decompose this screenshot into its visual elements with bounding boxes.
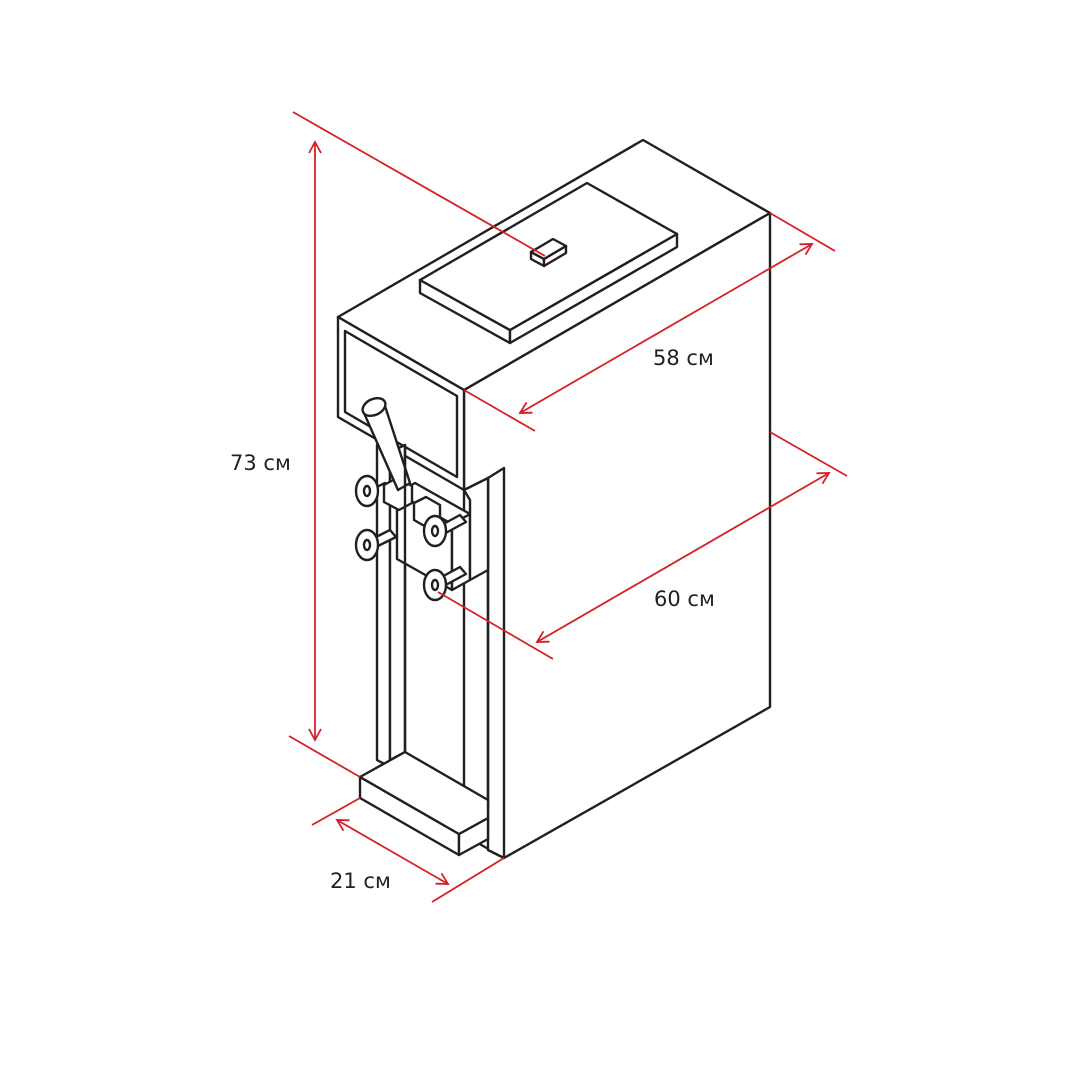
extension-line-top-back: [292, 111, 546, 257]
depth-label: 60 см: [654, 587, 715, 611]
extension-line-top-right: [769, 212, 836, 252]
dispense-lever: [361, 396, 412, 492]
knob-right-upper: [422, 513, 468, 548]
knob-left-lower: [354, 528, 398, 562]
extension-line-width-left: [311, 797, 361, 826]
extension-line-side-right: [769, 431, 848, 477]
machine-body: [336, 138, 772, 860]
depth-arrow: [535, 472, 831, 643]
front-display-screen: [343, 329, 459, 479]
width-arrow: [335, 819, 450, 885]
knob-left-upper: [354, 474, 387, 508]
extension-line-top-front: [463, 389, 536, 432]
dimension-lines: [288, 111, 848, 903]
rear-panel-front: [486, 466, 506, 860]
extension-line-width-right: [431, 857, 505, 903]
extension-line-bottom-left: [288, 735, 361, 778]
height-label: 73 см: [230, 451, 291, 475]
top-depth-label: 58 см: [653, 346, 714, 370]
width-label: 21 см: [330, 869, 391, 893]
extension-line-side-front: [437, 591, 554, 660]
top-depth-arrow: [518, 243, 814, 414]
rear-bracket-front: [462, 476, 490, 582]
